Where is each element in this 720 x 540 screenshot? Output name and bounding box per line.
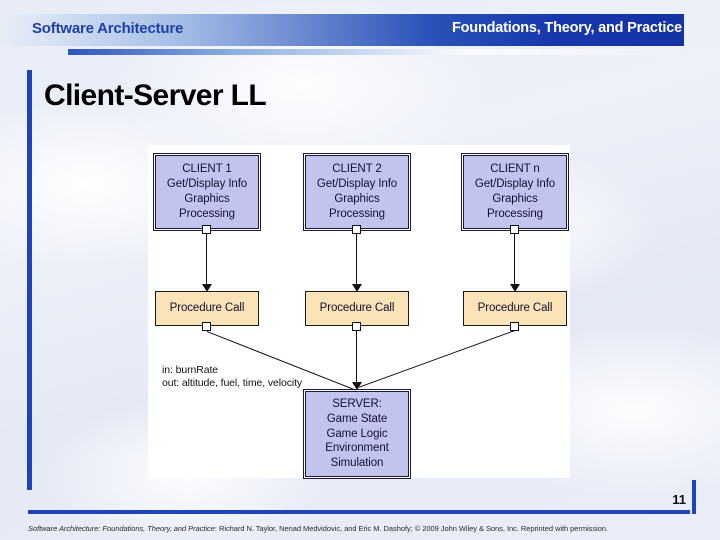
edge-client1-to-proc1 [206,234,207,288]
port-client-1-out[interactable] [202,225,211,234]
page-frame-right-rule [692,480,696,514]
arrowhead-client2-to-proc2 [352,284,362,292]
io-annotation: in: burnRate out: altitude, fuel, time, … [162,364,302,389]
node-client-n-line-4: Processing [487,207,543,220]
node-server-line-4: Environment [325,442,389,455]
node-procedure-call-1[interactable]: Procedure Call [155,291,259,326]
arrowhead-clientn-to-proc3 [510,284,520,292]
node-server[interactable]: SERVER: Game State Game Logic Environmen… [303,389,411,479]
left-accent-bar [27,70,32,490]
node-procedure-call-2-label: Procedure Call [319,302,395,315]
node-server-line-1: SERVER: [332,398,382,410]
footer-credit: Software Architecture: Foundations, Theo… [28,524,608,533]
header-underline-rule [68,49,720,55]
edge-client2-to-proc2 [356,234,357,288]
port-client-2-out[interactable] [352,225,361,234]
page-number: 11 [672,492,686,507]
node-client-2[interactable]: CLIENT 2 Get/Display Info Graphics Proce… [303,153,411,231]
io-annotation-out: out: altitude, fuel, time, velocity [162,376,303,389]
page-title: Client-Server LL [44,79,267,112]
node-client-n[interactable]: CLIENT n Get/Display Info Graphics Proce… [461,153,569,231]
node-client-2-line-1: CLIENT 2 [332,163,382,176]
header-subtitle: Foundations, Theory, and Practice [451,20,682,36]
arrowhead-client1-to-proc1 [202,284,212,292]
footer-source-title: Software Architecture: Foundations, Theo… [28,524,215,533]
node-server-line-2: Game State [326,412,388,425]
node-client-2-line-4: Processing [329,207,385,220]
page-frame-bottom-rule [28,510,690,514]
port-proc-3-out[interactable] [510,322,519,331]
node-procedure-call-3[interactable]: Procedure Call [463,291,567,326]
port-proc-2-out[interactable] [352,322,361,331]
io-annotation-in: in: burnRate [162,364,219,376]
node-client-2-line-2: Get/Display Info [316,178,398,191]
footer-credit-text: : Richard N. Taylor, Nenad Medvidovic, a… [214,524,608,533]
header-band [0,14,720,46]
edge-clientn-to-proc3 [514,234,515,288]
edge-proc2-to-server [356,331,357,387]
node-procedure-call-3-label: Procedure Call [477,302,553,315]
port-proc-1-out[interactable] [202,322,211,331]
node-client-1-line-3: Graphics [184,193,230,205]
node-client-n-line-1: CLIENT n [490,163,540,176]
port-client-n-out[interactable] [510,225,519,234]
edge-proc3-to-server [358,330,515,388]
header-title: Software Architecture [32,20,184,37]
node-client-n-line-3: Graphics [492,193,538,205]
arrowhead-to-server [352,382,362,390]
node-procedure-call-2[interactable]: Procedure Call [305,291,409,326]
node-procedure-call-1-label: Procedure Call [169,302,245,315]
node-client-1[interactable]: CLIENT 1 Get/Display Info Graphics Proce… [153,153,261,231]
node-client-1-line-2: Get/Display Info [166,178,248,191]
node-client-2-line-3: Graphics [334,193,380,205]
node-client-1-line-1: CLIENT 1 [182,163,232,176]
node-server-line-3: Game Logic [326,427,388,440]
node-server-line-5: Simulation [330,457,384,470]
node-client-1-line-4: Processing [179,207,235,220]
architecture-diagram: CLIENT 1 Get/Display Info Graphics Proce… [148,145,570,479]
node-client-n-line-2: Get/Display Info [474,178,556,191]
